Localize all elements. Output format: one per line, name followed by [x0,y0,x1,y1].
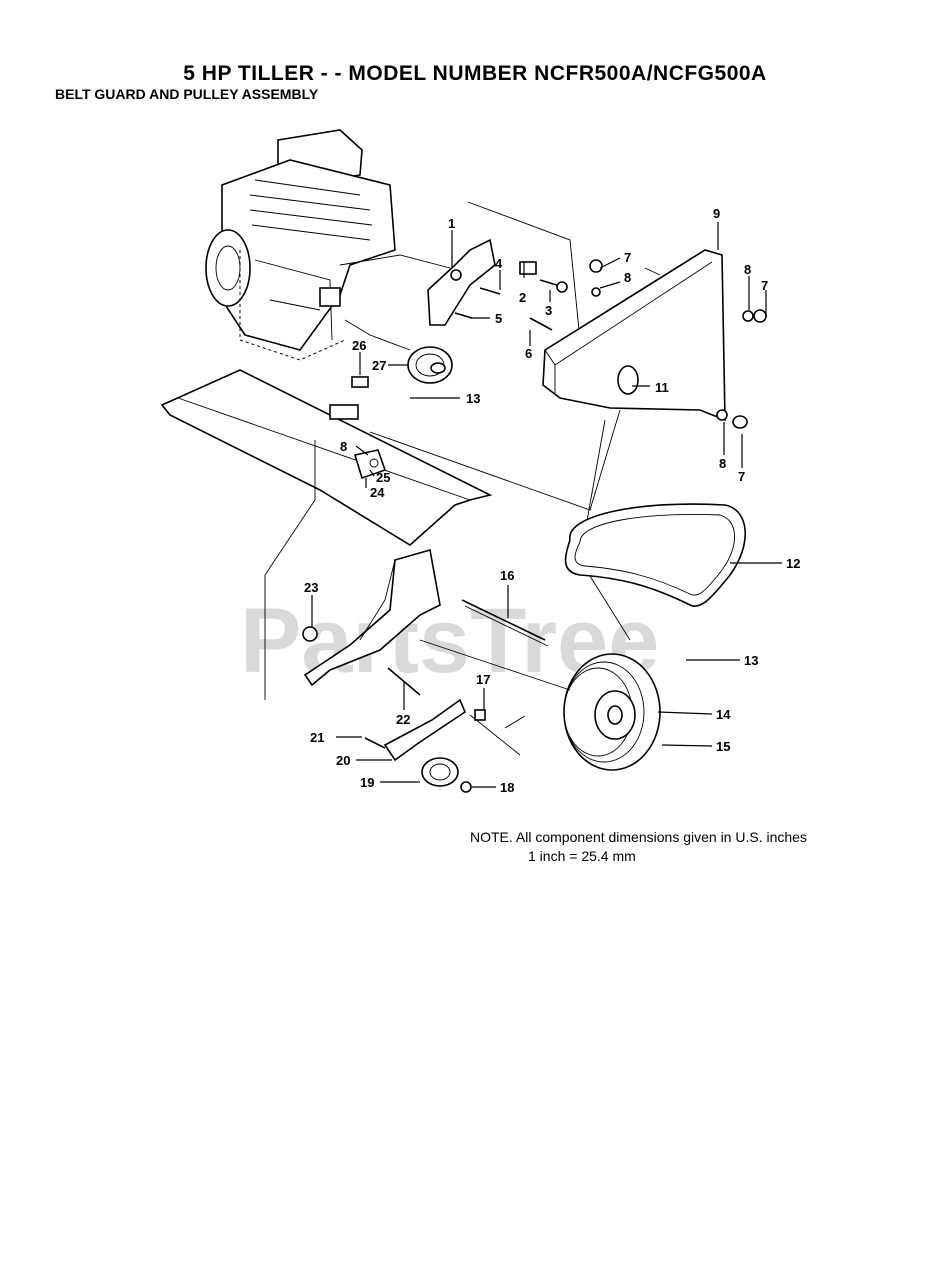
idler-arm-group [302,626,526,793]
callout-numbers: 1 4 2 3 5 6 7 8 9 8 7 11 8 7 12 13 26 27… [304,206,800,795]
callout-7-a: 7 [624,250,631,265]
callout-27: 27 [372,358,386,373]
callout-15: 15 [716,739,730,754]
callout-13-a: 13 [466,391,480,406]
callout-13-b: 13 [744,653,758,668]
dimensions-note: NOTE. All component dimensions given in … [470,828,807,866]
callout-8-c: 8 [719,456,726,471]
callout-2: 2 [519,290,526,305]
callout-26: 26 [352,338,366,353]
page-title: 5 HP TILLER - - MODEL NUMBER NCFR500A/NC… [183,62,767,85]
callout-6: 6 [525,346,532,361]
callout-leaders [311,222,782,788]
callout-14: 14 [716,707,731,722]
callout-17: 17 [476,672,490,687]
callout-9: 9 [713,206,720,221]
callout-1: 1 [448,216,455,231]
callout-8-b: 8 [744,262,751,277]
callout-22: 22 [396,712,410,727]
callout-19: 19 [360,775,374,790]
callout-5: 5 [495,311,502,326]
callout-4: 4 [495,256,503,271]
callout-24: 24 [370,485,385,500]
callout-21: 21 [310,730,324,745]
callout-8-d: 8 [340,439,347,454]
callout-11: 11 [655,380,669,395]
note-line-2: 1 inch = 25.4 mm [528,848,636,864]
engine [205,129,396,361]
callout-25: 25 [376,470,390,485]
callout-3: 3 [545,303,552,318]
callout-8-a: 8 [624,270,631,285]
note-line-1: NOTE. All component dimensions given in … [470,829,807,845]
small-pulley [351,346,453,388]
page-subtitle: BELT GUARD AND PULLEY ASSEMBLY [55,86,319,102]
belt-guard [542,249,767,429]
callout-23: 23 [304,580,318,595]
callout-20: 20 [336,753,350,768]
large-pulley [563,653,661,771]
callout-18: 18 [500,780,514,795]
tine-shield [160,369,493,546]
callout-16: 16 [500,568,514,583]
callout-7-b: 7 [761,278,768,293]
callout-7-c: 7 [738,469,745,484]
drive-belt [564,503,746,607]
idler-bracket [303,548,549,687]
callout-12: 12 [786,556,800,571]
